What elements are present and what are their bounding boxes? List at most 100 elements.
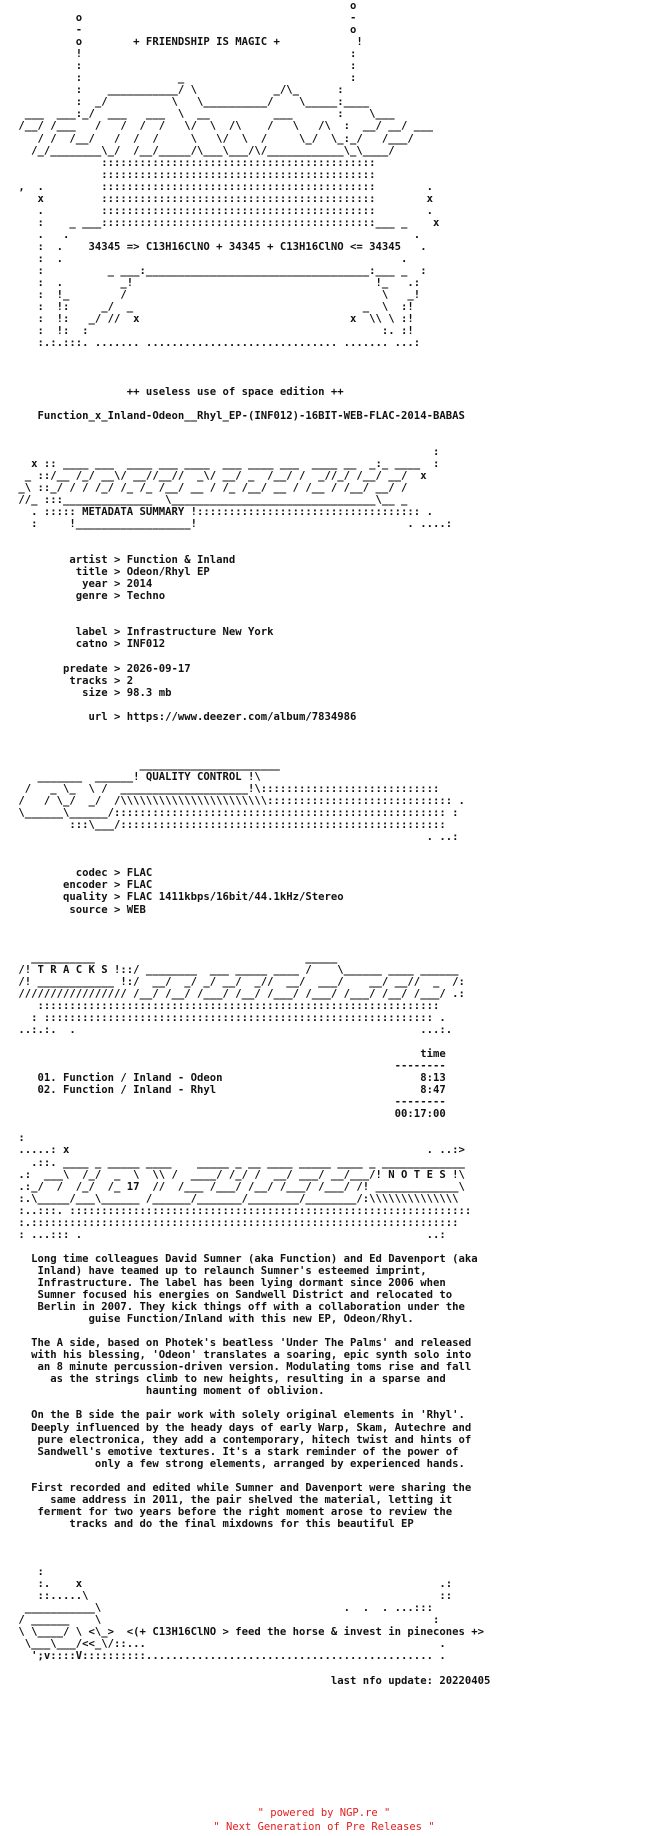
nfo-line: : _/ \ \__________/ \_____:____ (12, 96, 370, 109)
nfo-line (12, 1470, 648, 1482)
nfo-line: Sumner focused his energies on Sandwell … (12, 1289, 453, 1302)
nfo-line: codec > FLAC (12, 867, 153, 880)
nfo-line: :::\___/::::::::::::::::::::::::::::::::… (12, 819, 446, 832)
nfo-line: / / /__/ / / / \ \/ \ / \_/ \_:_/ /___/ (12, 132, 414, 145)
nfo-line (12, 373, 648, 385)
nfo-line: quality > FLAC 1411kbps/16bit/44.1kHz/St… (12, 891, 344, 904)
nfo-line: Inland) have teamed up to relaunch Sumne… (12, 1264, 427, 1277)
nfo-line (12, 398, 648, 410)
nfo-line: Function_x_Inland-Odeon__Rhyl_EP-(INF012… (12, 409, 465, 422)
nfo-line: : ...::: . ..: (12, 1228, 446, 1241)
nfo-line: ! : (12, 48, 357, 61)
nfo-line (12, 422, 648, 434)
nfo-line: : . . (12, 252, 408, 265)
nfo-line: . ..: (12, 831, 459, 844)
nfo-line: : (12, 1566, 44, 1579)
nfo-line: : (12, 445, 440, 458)
nfo-line: :.::::::::::::::::::::::::::::::::::::::… (12, 1216, 459, 1229)
nfo-line (12, 1542, 648, 1554)
nfo-line: / / \_/ _/ /\\\\\\\\\\\\\\\\\\\\\\\:::::… (12, 795, 465, 808)
nfo-line: artist > Function & Inland (12, 554, 236, 567)
nfo-line: : . _! !_ .: (12, 277, 421, 290)
nfo-line: as the strings climb to new heights, res… (12, 1373, 446, 1386)
nfo-line: .....: x . ..:> (12, 1144, 465, 1157)
nfo-line: : ___________/ \ _/\_ : (12, 84, 344, 97)
nfo-line: tracks and do the final mixdowns for thi… (12, 1517, 414, 1530)
nfo-line: : !_ / \ _! (12, 289, 421, 302)
nfo-line: title > Odeon/Rhyl EP (12, 566, 210, 579)
nfo-line: : : (12, 60, 357, 73)
nfo-line: label > Infrastructure New York (12, 626, 274, 639)
nfo-line: On the B side the pair work with solely … (12, 1409, 465, 1422)
nfo-line: ::::::::::::::::::::::::::::::::::::::::… (12, 999, 440, 1012)
nfo-line: _______ ______! QUALITY CONTROL !\ (12, 771, 261, 783)
nfo-line: -------- (12, 1060, 446, 1073)
nfo-line: -------- (12, 1096, 446, 1109)
nfo-line: encoder > FLAC (12, 879, 153, 892)
nfo-line: guise Function/Inland with this new EP, … (12, 1313, 414, 1326)
nfo-line (12, 349, 648, 361)
nfo-line: : !: _/ // x x \\ \ :! (12, 313, 414, 326)
nfo-line: with his blessing, 'Odeon' translates a … (12, 1349, 472, 1362)
nfo-line: url > https://www.deezer.com/album/78349… (12, 710, 357, 723)
nfo-line: /_/________\_/ /__/_____/\___\___/\/____… (12, 144, 395, 157)
nfo-line (12, 1554, 648, 1566)
nfo-line: haunting moment of oblivion. (12, 1385, 325, 1398)
nfo-line: _ ::/__ /_/ __\/ __//__// _\/ __/ _ /__/… (12, 469, 427, 482)
nfo-line: ::::::::::::::::::::::::::::::::::::::::… (12, 168, 376, 181)
nfo-line (12, 699, 648, 711)
nfo-line: o + FRIENDSHIP IS MAGIC + ! (12, 36, 363, 49)
nfo-line (12, 1325, 648, 1337)
nfo-line: o (12, 0, 357, 12)
nfo-line: :..:::. ::::::::::::::::::::::::::::::::… (12, 1204, 472, 1217)
nfo-line: source > WEB (12, 903, 146, 916)
nfo-line: ';v::::V::::::::::......................… (12, 1650, 446, 1663)
nfo-line: \___\___/<<_\/::... . (12, 1638, 446, 1651)
nfo-line (12, 1241, 648, 1253)
footer: " powered by NGP.re " " Next Generation … (0, 1806, 648, 1834)
nfo-line: ++ useless use of space edition ++ (12, 385, 344, 398)
nfo-line: catno > INF012 (12, 638, 166, 651)
nfo-line: / ______ \ : (12, 1614, 440, 1627)
nfo-line: Deeply influenced by the heady days of e… (12, 1421, 472, 1434)
nfo-line: genre > Techno (12, 590, 166, 603)
footer-powered-by: " powered by NGP.re " (257, 1807, 391, 1819)
nfo-line (12, 542, 648, 554)
nfo-line (12, 916, 648, 928)
nfo-line: / _ \_ \ / ____________________!\:::::::… (12, 783, 440, 796)
nfo-line: 00:17:00 (12, 1108, 446, 1121)
nfo-line: x ::::::::::::::::::::::::::::::::::::::… (12, 192, 433, 205)
nfo-line: : !: _/ _ _ \ :! (12, 301, 414, 314)
nfo-line (12, 940, 648, 952)
nfo-line: : ::::::::::::::::::::::::::::::::::::::… (12, 1011, 446, 1024)
nfo-line: o - (12, 12, 357, 25)
nfo-line: Berlin in 2007. They kick things off wit… (12, 1301, 465, 1314)
nfo-line: : !: : :. :! (12, 325, 414, 338)
footer-tagline: " Next Generation of Pre Releases " (213, 1821, 435, 1833)
nfo-line (12, 614, 648, 626)
nfo-line: __________ _____ (12, 951, 338, 964)
nfo-line: : _ : (12, 72, 357, 85)
nfo-line: tracks > 2 (12, 674, 134, 687)
nfo-text-block: o o - - o o + FRIENDSHIP IS MAGIC + ! ! (12, 0, 648, 1687)
nfo-line (12, 361, 648, 373)
nfo-line: : _ ___:::::::::::::::::::::::::::::::::… (12, 216, 440, 229)
nfo-line: :. x .: (12, 1578, 453, 1591)
nfo-line (12, 1662, 648, 1674)
nfo-line: .:_/ / /_/ /_ 17 // /___ /___/ /__/ /___… (12, 1180, 465, 1193)
nfo-line: ___ ___:_/ ___ ___ \ __ ___ : \___ (12, 108, 395, 121)
nfo-line: _\ ::_/ / / /_/ /_ /_ /__/ __ / /_ /__/ … (12, 481, 408, 494)
nfo-line: predate > 2026-09-17 (12, 662, 191, 675)
nfo-line: Sandwell's emotive textures. It's a star… (12, 1445, 459, 1458)
nfo-line (12, 735, 648, 747)
nfo-line: , . ::::::::::::::::::::::::::::::::::::… (12, 180, 433, 193)
nfo-line (12, 747, 648, 759)
nfo-line (12, 602, 648, 614)
nfo-line: only a few strong elements, arranged by … (12, 1457, 465, 1470)
nfo-line: - o (12, 24, 357, 37)
nfo-line (12, 530, 648, 542)
nfo-line: Long time colleagues David Sumner (aka F… (12, 1252, 478, 1265)
nfo-line: .::. ____ _ _____ ____ _____ _ __ ____ _… (12, 1156, 465, 1169)
nfo-line: . . . (12, 228, 421, 241)
nfo-line: ..:.:. . ...:. (12, 1023, 453, 1036)
